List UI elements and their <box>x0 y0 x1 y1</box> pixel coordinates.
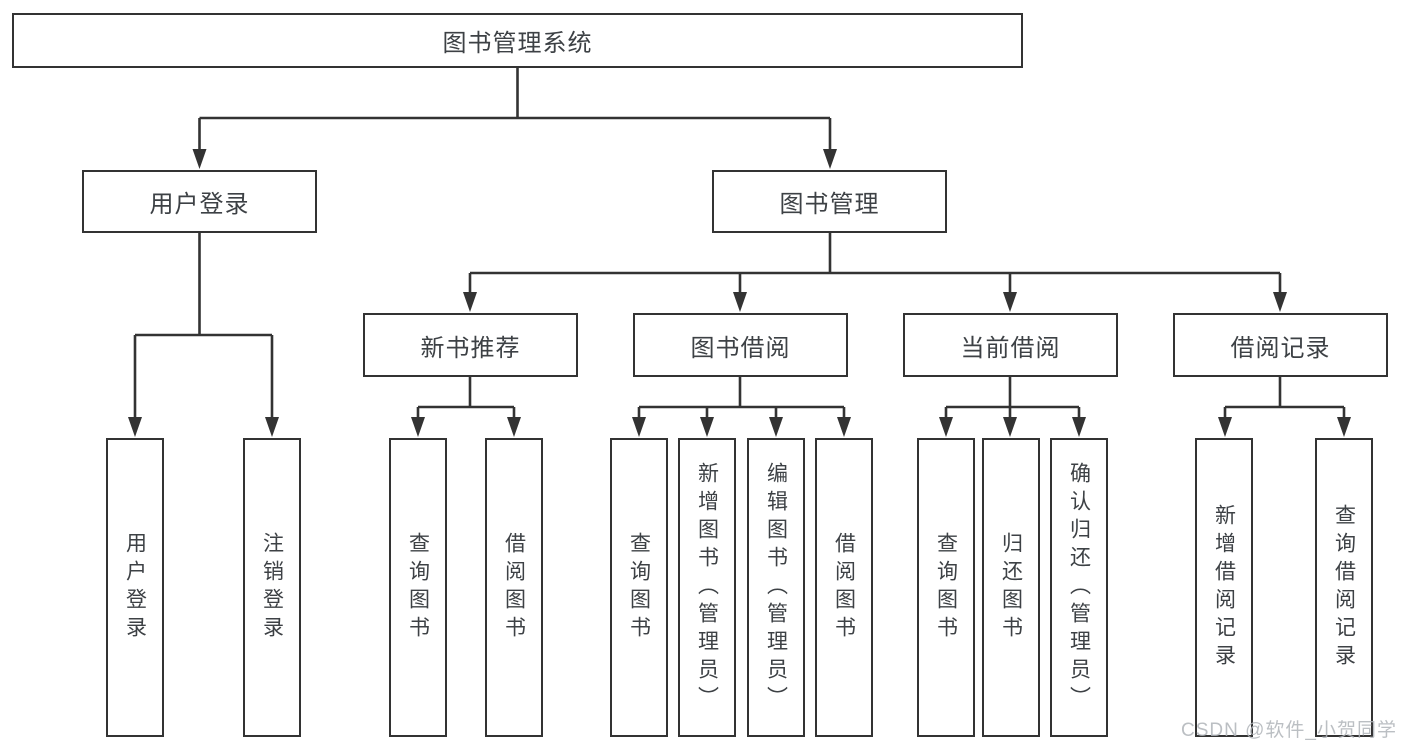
node-leaf-query-books-newbooks: 查询图书 <box>389 438 447 737</box>
node-label: 图书管理 <box>779 191 880 218</box>
node-label: 新书推荐 <box>420 334 521 362</box>
node-label: 编辑图书（管理员） <box>764 461 788 714</box>
csdn-watermark: CSDN @软件_小贺同学 <box>1181 720 1397 741</box>
node-library-management-system: 图书管理系统 <box>12 13 1023 68</box>
node-label: 查询借阅记录 <box>1332 503 1356 672</box>
node-leaf-return-books: 归还图书 <box>982 438 1040 737</box>
node-label: 用户登录 <box>149 191 250 218</box>
node-label: 查询图书 <box>406 531 430 644</box>
node-new-book-recommend: 新书推荐 <box>363 313 578 377</box>
node-leaf-add-borrow-record: 新增借阅记录 <box>1195 438 1253 737</box>
node-leaf-query-books-current: 查询图书 <box>917 438 975 737</box>
connector-records-to-leaves <box>1218 377 1351 437</box>
node-leaf-borrow-books: 借阅图书 <box>815 438 873 737</box>
node-label: 图书管理系统 <box>442 30 593 57</box>
node-label: 查询图书 <box>934 531 958 644</box>
node-label: 用户登录 <box>123 531 147 644</box>
connector-root-to-level1 <box>192 68 837 169</box>
node-leaf-user-login: 用户登录 <box>106 438 164 737</box>
node-leaf-query-books-borrowing: 查询图书 <box>610 438 668 737</box>
node-label: 查询图书 <box>627 531 651 644</box>
node-label: 新增图书（管理员） <box>695 461 719 714</box>
node-label: 图书借阅 <box>690 334 791 362</box>
node-leaf-query-borrow-record: 查询借阅记录 <box>1315 438 1373 737</box>
node-label: 借阅图书 <box>502 531 526 644</box>
node-leaf-add-book-admin: 新增图书（管理员） <box>678 438 736 737</box>
connector-user-login-to-leaves <box>128 233 279 437</box>
node-label: 注销登录 <box>260 531 284 644</box>
node-label: 新增借阅记录 <box>1212 503 1236 672</box>
node-leaf-confirm-return-admin: 确认归还（管理员） <box>1050 438 1108 737</box>
node-leaf-edit-book-admin: 编辑图书（管理员） <box>747 438 805 737</box>
node-leaf-borrow-books-newbooks: 借阅图书 <box>485 438 543 737</box>
connector-current-to-leaves <box>939 377 1086 437</box>
node-book-management-branch: 图书管理 <box>712 170 947 233</box>
node-label: 当前借阅 <box>960 334 1061 362</box>
node-current-borrowing: 当前借阅 <box>903 313 1118 377</box>
node-book-borrowing: 图书借阅 <box>633 313 848 377</box>
node-user-login-branch: 用户登录 <box>82 170 317 233</box>
node-label: 确认归还（管理员） <box>1067 461 1091 714</box>
connector-book-mgmt-to-level2 <box>463 233 1287 312</box>
node-label: 借阅记录 <box>1230 334 1331 362</box>
node-label: 借阅图书 <box>832 531 856 644</box>
connector-borrowing-to-leaves <box>632 377 851 437</box>
node-leaf-logout: 注销登录 <box>243 438 301 737</box>
node-label: 归还图书 <box>999 531 1023 644</box>
node-borrowing-records: 借阅记录 <box>1173 313 1388 377</box>
connector-new-books-to-leaves <box>411 377 521 437</box>
